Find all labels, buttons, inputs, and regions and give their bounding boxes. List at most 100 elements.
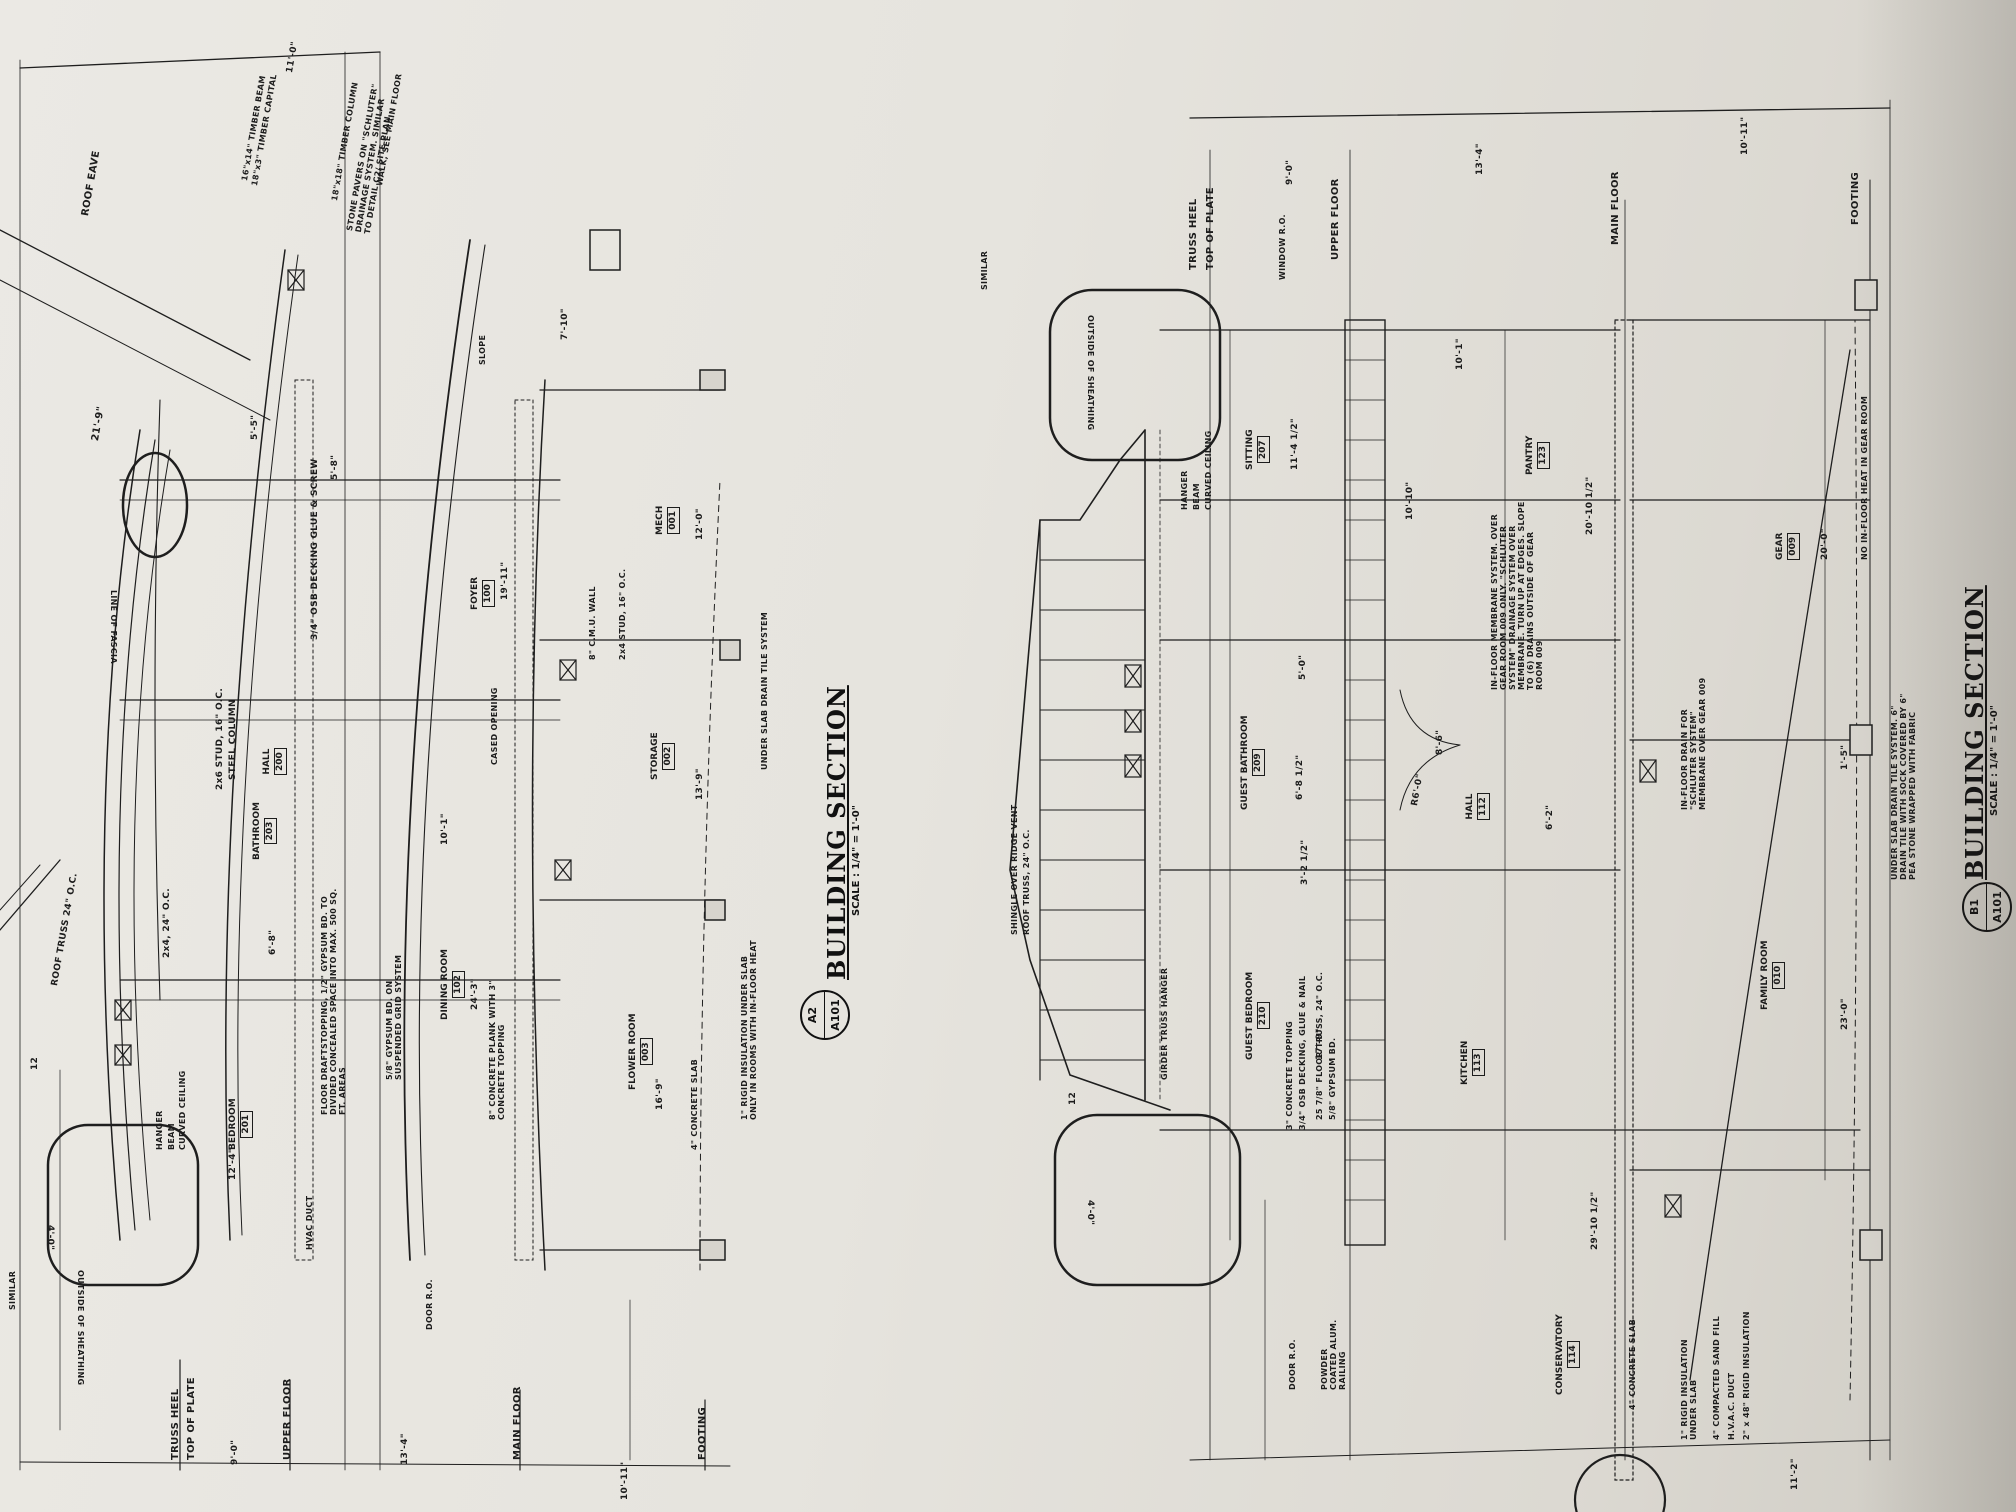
a2-dim-5: 6'-8"	[268, 929, 278, 955]
a2-note-fascia: LINE OF FASCIA	[109, 590, 118, 664]
b1-note-membrane: IN-FLOOR MEMBRANE SYSTEM. OVER GEAR ROOM…	[1490, 501, 1544, 690]
section-a2-bubble-bottom: A101	[824, 992, 847, 1038]
a2-dim-9: 19'-11"	[500, 561, 510, 600]
a2-room-foyer: FOYER 100	[470, 576, 495, 610]
a2-dim-4: 12'-4"	[228, 1148, 238, 1180]
b1-level-truss-heel: TRUSS HEEL	[1188, 198, 1199, 270]
b1-dim-17: 1'-5"	[1840, 744, 1850, 770]
b1-dim-6: 10'-11"	[1740, 116, 1750, 155]
a2-dim-11: 9'-0"	[230, 1439, 240, 1465]
b1-level-upper-floor: UPPER FLOOR	[1330, 178, 1341, 260]
b1-dim-16: 4'-0"	[1085, 1200, 1095, 1226]
a2-dim-7: 12'-0"	[695, 508, 705, 540]
section-a2-linework	[0, 51, 741, 1471]
a2-note-cased-opening: CASED OPENING	[490, 687, 499, 765]
b1-dim-4: 17'-9"	[1315, 1028, 1325, 1060]
b1-dim-18: 11'-2"	[1790, 1458, 1800, 1490]
b1-note-no-in-floor-heat: NO IN-FLOOR HEAT IN GEAR ROOM	[1860, 395, 1869, 560]
b1-dim-2: 20'-0"	[1820, 528, 1830, 560]
a2-note-2x4-stud: 2x4 STUD, 16" O.C.	[618, 568, 627, 660]
b1-level-footing: FOOTING	[1850, 171, 1861, 225]
b1-room-pantry: PANTRY 123	[1525, 435, 1550, 475]
b1-room-gear: GEAR 009	[1775, 532, 1800, 560]
b1-dim-15: 6'-2"	[1545, 804, 1555, 830]
b1-note-concrete-topping: 3" CONCRETE TOPPING	[1285, 1020, 1294, 1130]
a2-room-storage: STORAGE 002	[650, 732, 675, 780]
b1-note-drain-tile: UNDER SLAB DRAIN TILE SYSTEM. 6" DRAIN T…	[1890, 693, 1917, 880]
section-a2-bubble: A2 A101	[800, 990, 850, 1040]
b1-note-railing: POWDER COATED ALUM. RAILING	[1320, 1319, 1347, 1390]
b1-note-in-floor-drain: IN-FLOOR DRAIN FOR "SCHLUTER SYSTEM" MEM…	[1680, 677, 1707, 810]
a2-note-cmu-wall: 8" C.M.U. WALL	[588, 586, 597, 660]
b1-room-guest-bathroom: GUEST BATHROOM 209	[1240, 715, 1265, 810]
b1-dim-1: 23'-0"	[1840, 998, 1850, 1030]
a2-room-bathroom: BATHROOM 203	[252, 802, 277, 860]
section-b1-linework	[1009, 99, 1891, 1512]
a2-note-hvac-duct: HVAC DUCT	[305, 1195, 314, 1250]
a2-note-outside-sheathing: OUTSIDE OF SHEATHING	[76, 1270, 85, 1386]
a2-note-similar: SIMILAR	[8, 1270, 17, 1310]
b1-dim-3: 20'-10 1/2"	[1585, 476, 1595, 535]
a2-note-beam: BEAM	[167, 1123, 176, 1150]
a2-note-drain-tile: UNDER SLAB DRAIN TILE SYSTEM	[760, 611, 769, 770]
b1-room-family: FAMILY ROOM 010	[1760, 940, 1785, 1010]
section-b1-bubble-bottom: A101	[1986, 884, 2009, 930]
a2-level-top-of-plate: TOP OF PLATE	[186, 1377, 197, 1460]
a2-dim-15: 7'-10"	[560, 308, 570, 340]
a2-dim-16: 4'-0"	[45, 1225, 55, 1251]
a2-dim-12: 13'-4"	[400, 1433, 410, 1465]
section-a2-title-text: BUILDING SECTION	[822, 685, 851, 980]
a2-note-slope: SLOPE	[478, 334, 487, 365]
a2-note-concrete-slab: 4" CONCRETE SLAB	[690, 1058, 699, 1150]
b1-note-gypsum: 5/8" GYPSUM BD.	[1328, 1037, 1337, 1120]
b1-dim-14: 8'-6"	[1435, 729, 1445, 755]
b1-dim-7: 9'-0"	[1285, 159, 1295, 185]
a2-dim-2: 5'-8"	[330, 454, 340, 480]
a2-dim-3: 10'-1"	[440, 813, 450, 845]
a2-level-footing: FOOTING	[697, 1406, 708, 1460]
a2-room-dining: DINING ROOM 102	[440, 949, 465, 1020]
b1-room-sitting: SITTING 207	[1245, 429, 1270, 470]
section-b1-scale: SCALE : 1/4" = 1'-0"	[1989, 705, 2000, 816]
b1-note-door-ro: DOOR R.O.	[1288, 1339, 1297, 1390]
b1-level-top-of-plate: TOP OF PLATE	[1205, 187, 1216, 270]
a2-room-hall: HALL 200	[262, 748, 287, 775]
a2-dim-6: 13'-9"	[695, 768, 705, 800]
section-a2-title: BUILDING SECTION SCALE : 1/4" = 1'-0"	[822, 685, 862, 980]
a2-note-osb-decking: 3/4" OSB DECKING GLUE & SCREW	[310, 458, 320, 640]
a2-note-steel-column: STEEL COLUMN	[228, 699, 238, 780]
b1-note-rigid-insulation-48: 2" x 48" RIGID INSULATION	[1742, 1311, 1751, 1440]
b1-note-concrete-slab: 4" CONCRETE SLAB	[1628, 1318, 1637, 1410]
a2-dim-10: 24'-3"	[470, 978, 480, 1010]
a2-note-gypsum-grid: 5/8" GYPSUM BD. ON SUSPENDED GRID SYSTEM	[385, 954, 403, 1080]
b1-note-sand-fill: 4" COMPACTED SAND FILL	[1712, 1315, 1721, 1440]
a2-note-2x6-stud: 2x6 STUD, 16" O.C.	[215, 687, 225, 790]
b1-dim-20: 12	[1068, 1091, 1078, 1105]
b1-dim-12: 10'-1"	[1455, 338, 1465, 370]
b1-dim-13: 10'-10"	[1405, 481, 1415, 520]
b1-dim-9: 5'-0"	[1298, 654, 1308, 680]
a2-room-flower: FLOWER ROOM 003	[628, 1013, 653, 1090]
b1-note-rigid-insulation: 1" RIGID INSULATION UNDER SLAB	[1680, 1339, 1698, 1440]
b1-room-guest-bedroom: GUEST BEDROOM 210	[1245, 971, 1270, 1060]
b1-note-curved-ceiling: CURVED CEILING	[1204, 430, 1213, 510]
section-b1-bubble: B1 A101	[1962, 882, 2012, 932]
a2-note-concrete-plank: 8" CONCRETE PLANK WITH 3" CONCRETE TOPPI…	[488, 980, 506, 1120]
a2-level-upper-floor: UPPER FLOOR	[282, 1378, 293, 1460]
a2-note-door-ro: DOOR R.O.	[425, 1279, 434, 1330]
b1-dim-5: 13'-4"	[1475, 143, 1485, 175]
a2-dim-13: 10'-11"	[620, 1461, 630, 1500]
a2-note-rigid-insulation: 1" RIGID INSULATION UNDER SLAB ONLY IN R…	[740, 940, 758, 1120]
b1-note-girder-truss: GIRDER TRUSS HANGER	[1160, 967, 1169, 1080]
b1-note-hanger: HANGER	[1180, 470, 1189, 510]
b1-dim-10: 3'-2 1/2"	[1300, 839, 1310, 885]
a2-room-mech: MECH 001	[655, 505, 680, 535]
a2-note-draftstopping: FLOOR DRAFTSTOPPING, 1/2" GYPSUM BD. TO …	[320, 888, 347, 1115]
b1-note-roof-truss: ROOF TRUSS, 24" O.C.	[1022, 829, 1031, 935]
a2-dim-8: 16'-9"	[655, 1078, 665, 1110]
a2-note-2x4: 2x4, 24" O.C.	[162, 887, 172, 958]
b1-note-hvac-duct: H.V.A.C. DUCT	[1727, 1372, 1736, 1440]
b1-note-osb: 3/4" OSB DECKING, GLUE & NAIL	[1298, 975, 1307, 1130]
section-b1-bubble-top: B1	[1968, 898, 1981, 916]
